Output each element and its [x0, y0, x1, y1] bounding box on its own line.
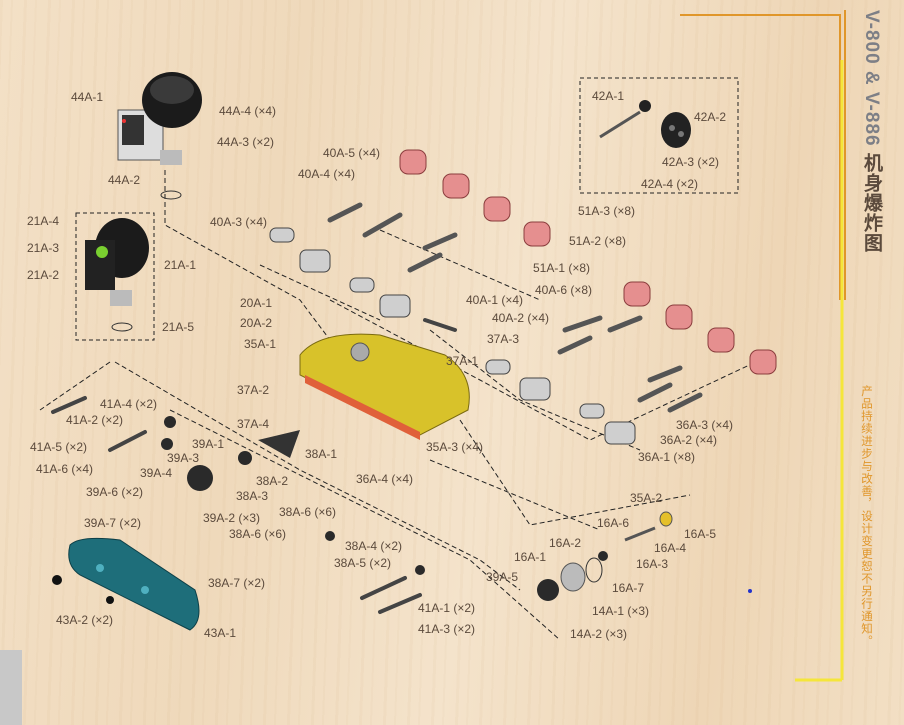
part-label: 38A-3 — [236, 489, 269, 503]
part-label: 16A-4 — [654, 541, 687, 555]
part-label: 41A-6 (×4) — [36, 462, 94, 476]
part-label: 38A-7 (×2) — [208, 576, 266, 590]
part-label: 21A-2 — [27, 268, 60, 282]
part-label: 39A-1 — [192, 437, 225, 451]
part-label: 40A-6 (×8) — [535, 283, 593, 297]
part-label: 44A-2 — [108, 173, 141, 187]
part-label: 40A-2 (×4) — [492, 311, 550, 325]
part-label: 41A-1 (×2) — [418, 601, 476, 615]
part-label: 39A-6 (×2) — [86, 485, 144, 499]
part-label: 35A-1 — [244, 337, 277, 351]
part-label: 38A-2 — [256, 474, 289, 488]
motor-44a — [117, 72, 202, 200]
part-label: 35A-3 (×4) — [426, 440, 484, 454]
part-label: 21A-4 — [27, 214, 60, 228]
part-label: 44A-3 (×2) — [217, 135, 275, 149]
part-label: 51A-1 (×8) — [533, 261, 591, 275]
rollers — [399, 149, 777, 375]
part-label: 44A-1 — [71, 90, 104, 104]
part-label: 42A-1 — [592, 89, 625, 103]
shafts — [327, 202, 703, 413]
part-label: 20A-1 — [240, 296, 273, 310]
part-label: 41A-5 (×2) — [30, 440, 88, 454]
part-label: 16A-3 — [636, 557, 669, 571]
part-label: 21A-1 — [164, 258, 197, 272]
part-label: 37A-4 — [237, 417, 270, 431]
page-title: V-800 & V-886 机身爆炸图 — [858, 10, 885, 253]
part-label: 40A-4 (×4) — [298, 167, 356, 181]
part-label: 51A-2 (×8) — [569, 234, 627, 248]
part-label: 42A-4 (×2) — [641, 177, 699, 191]
part-label: 16A-6 — [597, 516, 630, 530]
title-cn: 机身爆炸图 — [861, 152, 882, 253]
part-label: 40A-1 (×4) — [466, 293, 524, 307]
corner-block — [0, 650, 22, 725]
assembly-lines — [39, 170, 761, 641]
part-label: 40A-3 (×4) — [210, 215, 268, 229]
part-label: 41A-4 (×2) — [100, 397, 158, 411]
wheel-16a — [560, 511, 673, 592]
brackets — [269, 227, 636, 445]
part-label: 38A-1 — [305, 447, 338, 461]
frame-lines — [680, 10, 846, 682]
plate-37a-4 — [258, 430, 300, 458]
part-label: 36A-3 (×4) — [676, 418, 734, 432]
disclaimer-note: 产品持续进步与改善，设计变更恕不另行通知。 — [860, 385, 872, 648]
part-label: 21A-5 — [162, 320, 195, 334]
part-42a — [599, 100, 691, 148]
part-label: 16A-1 — [514, 550, 547, 564]
part-label: 35A-2 — [630, 491, 663, 505]
part-label: 41A-3 (×2) — [418, 622, 476, 636]
cover-43a — [52, 537, 200, 631]
marker-dot — [748, 589, 752, 593]
part-label: 39A-2 (×3) — [203, 511, 261, 525]
part-label: 14A-1 (×3) — [592, 604, 650, 618]
part-label: 51A-3 (×8) — [578, 204, 636, 218]
title-model: V-800 & V-886 — [861, 10, 882, 147]
part-label: 43A-1 — [204, 626, 237, 640]
rods — [51, 318, 457, 614]
part-label: 20A-2 — [240, 316, 273, 330]
part-label: 40A-5 (×4) — [323, 146, 381, 160]
part-label: 39A-7 (×2) — [84, 516, 142, 530]
part-label: 38A-4 (×2) — [345, 539, 403, 553]
part-label: 39A-4 — [140, 466, 173, 480]
part-label: 16A-2 — [549, 536, 582, 550]
part-label: 16A-7 — [612, 581, 645, 595]
part-label: 16A-5 — [684, 527, 717, 541]
part-label: 37A-3 — [487, 332, 520, 346]
motor-21a — [85, 218, 149, 332]
part-label: 39A-5 — [486, 570, 519, 584]
part-label: 42A-3 (×2) — [662, 155, 720, 169]
gears — [161, 416, 608, 601]
part-label: 36A-1 (×8) — [638, 450, 696, 464]
housing-35a — [299, 333, 470, 440]
part-label: 38A-6 (×6) — [229, 527, 287, 541]
part-label: 39A-3 — [167, 451, 200, 465]
detail-box-42a — [579, 77, 739, 194]
part-label: 43A-2 (×2) — [56, 613, 114, 627]
part-label: 21A-3 — [27, 241, 60, 255]
part-label: 37A-2 — [237, 383, 270, 397]
part-label: 36A-2 (×4) — [660, 433, 718, 447]
part-label: 38A-5 (×2) — [334, 556, 392, 570]
part-label: 44A-4 (×4) — [219, 104, 277, 118]
detail-box-21a — [75, 212, 155, 341]
part-label: 14A-2 (×3) — [570, 627, 628, 641]
part-label: 42A-2 — [694, 110, 727, 124]
part-label: 41A-2 (×2) — [66, 413, 124, 427]
part-label: 36A-4 (×4) — [356, 472, 414, 486]
part-label: 37A-1 — [446, 354, 479, 368]
part-label: 38A-6 (×6) — [279, 505, 337, 519]
